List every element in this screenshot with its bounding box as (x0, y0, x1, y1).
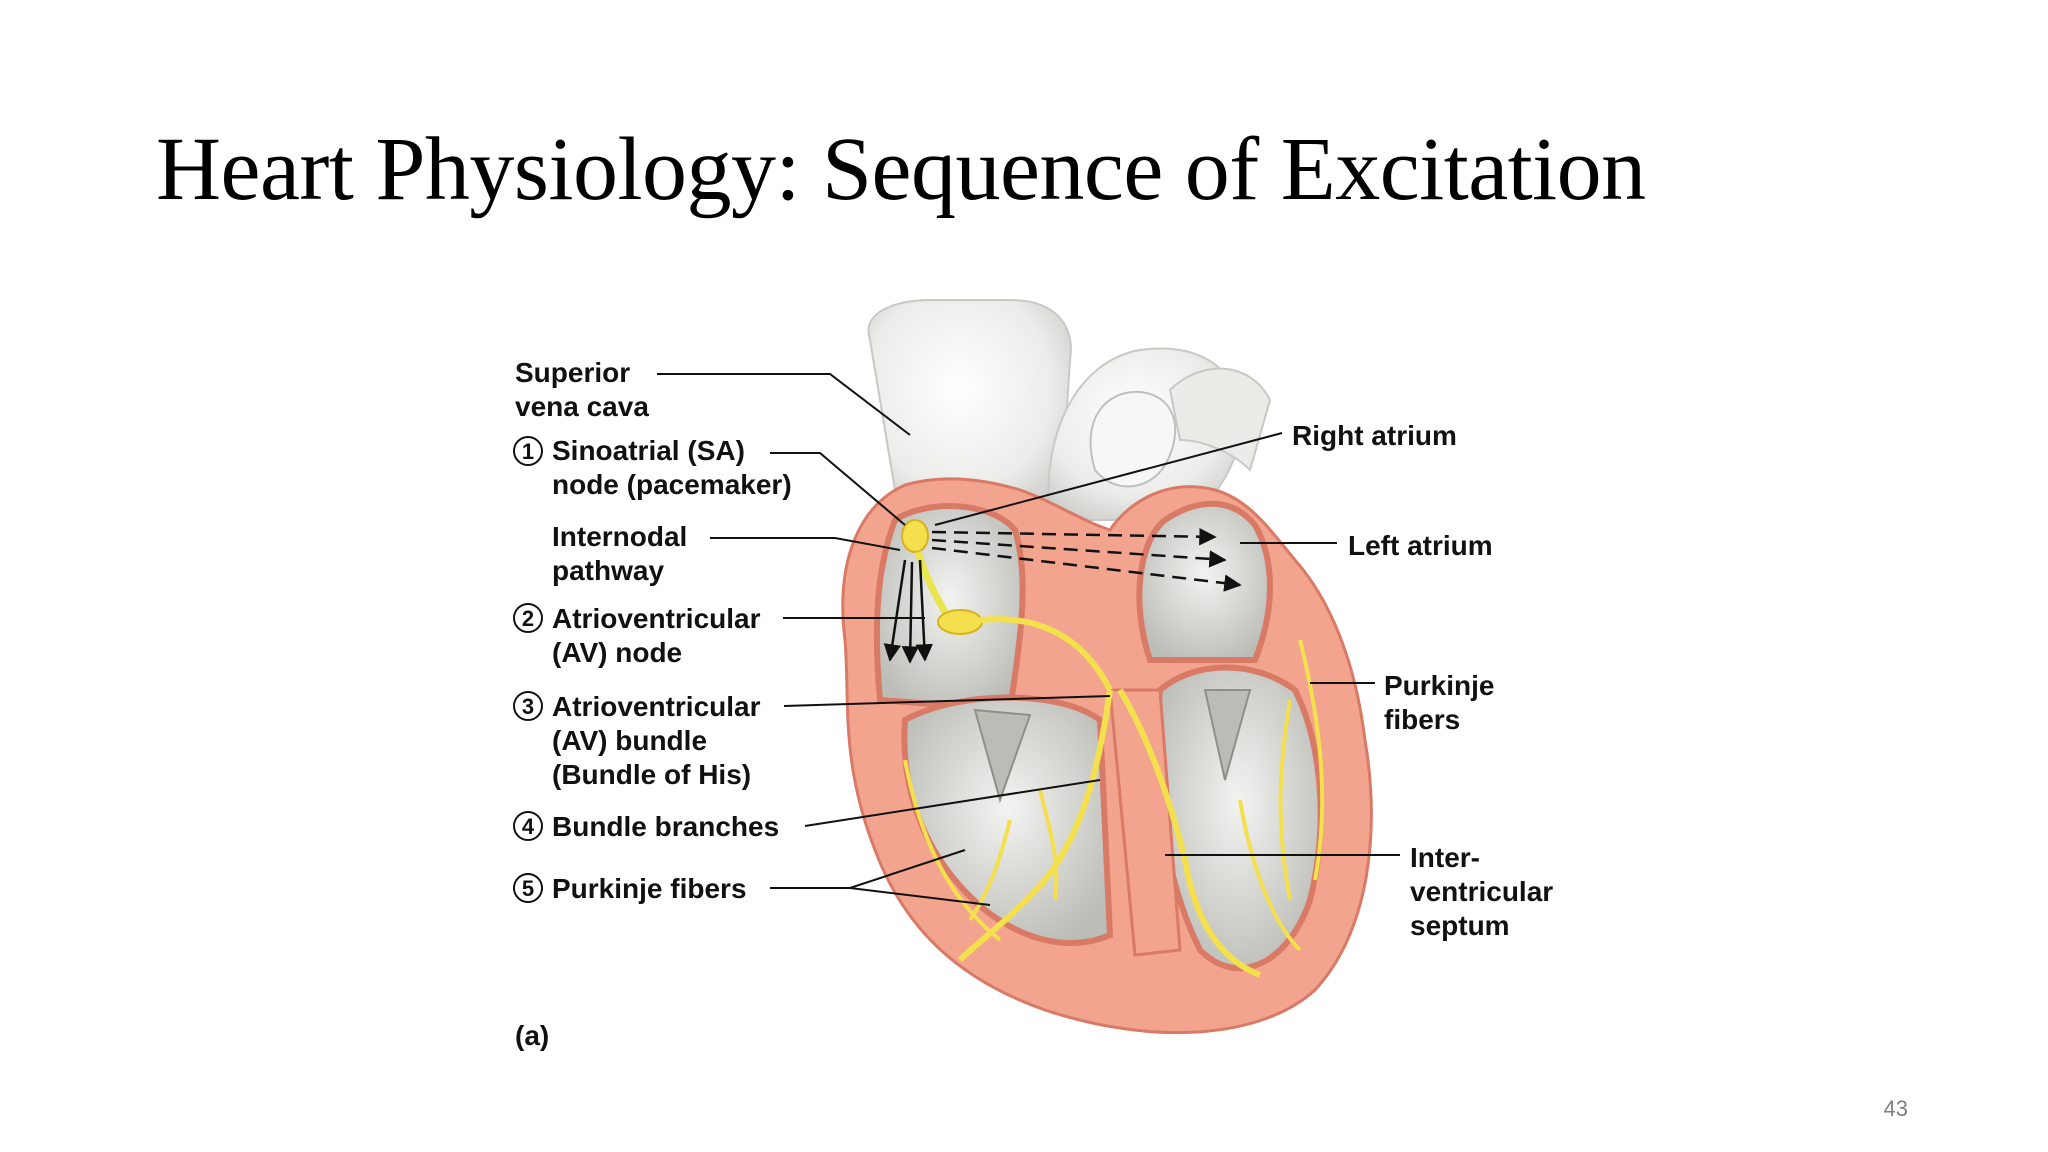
label-superior-vena-cava: Superior (515, 357, 630, 388)
slide-title: Heart Physiology: Sequence of Excitation (156, 120, 1646, 219)
label-av-bundle: Atrioventricular (552, 691, 761, 722)
svg-text:3: 3 (522, 694, 534, 719)
label-sa-node-line2: node (pacemaker) (552, 469, 792, 500)
internodal-pathway (914, 550, 949, 614)
label-av-bundle-line3: (Bundle of His) (552, 759, 751, 790)
label-purkinje-fibers-left: Purkinje fibers (552, 873, 747, 904)
step-5-badge (513, 873, 543, 903)
label-interventricular-septum-line2: ventricular (1410, 876, 1553, 907)
label-purkinje-fibers-right: Purkinje (1384, 670, 1494, 701)
label-purkinje-fibers-right-line2: fibers (1384, 704, 1460, 735)
right-labels: Right atrium Left atrium Purkinje fibers… (1292, 420, 1553, 941)
purkinje-fibers-right (903, 759, 1059, 942)
sa-node (901, 519, 929, 553)
excitation-arrows (883, 527, 1242, 664)
av-bundle (979, 616, 1113, 692)
step-3-badge (513, 691, 543, 721)
bundle-branch-left (1117, 688, 1262, 978)
label-left-atrium: Left atrium (1348, 530, 1493, 561)
av-node (937, 609, 983, 635)
label-av-node-line2: (AV) node (552, 637, 682, 668)
right-leader-lines (934, 432, 1400, 856)
panel-label: (a) (515, 1020, 549, 1051)
label-internodal-pathway-line2: pathway (552, 555, 664, 586)
page-number: 43 (1883, 1096, 1908, 1121)
step-1-badge (513, 436, 543, 466)
bundle-branch-right (957, 689, 1113, 963)
label-internodal-pathway: Internodal (552, 521, 687, 552)
step-4-badge (513, 811, 543, 841)
label-sa-node: Sinoatrial (SA) (552, 435, 745, 466)
label-av-node: Atrioventricular (552, 603, 761, 634)
left-leader-lines (657, 373, 1111, 906)
step-2-badge (513, 603, 543, 633)
conduction-system (901, 519, 1325, 978)
purkinje-fibers-left (1238, 639, 1325, 952)
label-superior-vena-cava-line2: vena cava (515, 391, 649, 422)
label-bundle-branches: Bundle branches (552, 811, 779, 842)
svg-text:1: 1 (522, 439, 534, 464)
label-av-bundle-line2: (AV) bundle (552, 725, 707, 756)
svg-text:2: 2 (522, 606, 534, 631)
label-interventricular-septum-line3: septum (1410, 910, 1510, 941)
great-vessels (867, 299, 1272, 521)
left-labels: Superior vena cava 1 Sinoatrial (SA) nod… (513, 357, 792, 1051)
svg-text:4: 4 (522, 814, 535, 839)
label-interventricular-septum: Inter- (1410, 842, 1480, 873)
svg-text:5: 5 (522, 876, 534, 901)
label-right-atrium: Right atrium (1292, 420, 1457, 451)
